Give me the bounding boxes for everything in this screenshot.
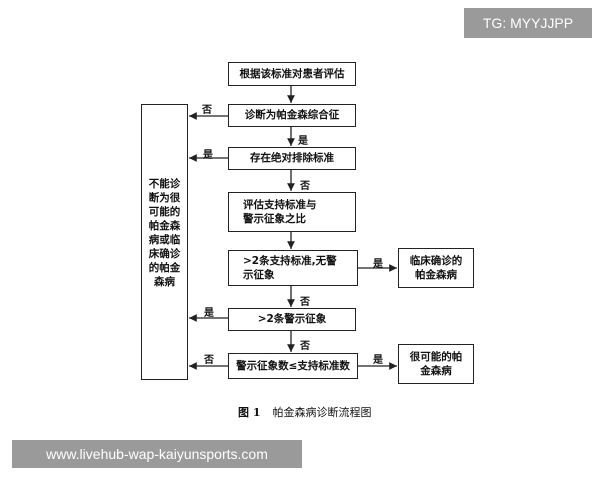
watermark-bottom: www.livehub-wap-kaiyunsports.com xyxy=(12,440,302,468)
caption-text: 帕金森病诊断流程图 xyxy=(272,406,372,419)
label-warning-no: 否 xyxy=(300,341,310,352)
label-compare-yes: 是 xyxy=(373,355,383,366)
label-exclusion-no: 否 xyxy=(300,181,310,192)
node-diagnose-pds: 诊断为帕金森综合征 xyxy=(228,104,356,127)
node-clinically-confirmed: 临床确诊的帕金森病 xyxy=(398,248,474,288)
node-warning-le-support: 警示征象数≤支持标准数 xyxy=(228,353,358,379)
not-diagnosed-text: 不能诊断为很可能的帕金森病或临床确诊的帕金森病 xyxy=(148,178,181,288)
caption-number: 图 1 xyxy=(238,406,261,419)
node-probable-pd: 很可能的帕金森病 xyxy=(398,344,474,384)
node-evaluate: 根据该标准对患者评估 xyxy=(228,62,356,86)
node-not-diagnosed: 不能诊断为很可能的帕金森病或临床确诊的帕金森病 xyxy=(141,104,188,380)
node-gt2-support: >2条支持标准,无警示征象 xyxy=(228,250,358,286)
node-gt2-warning: >2条警示征象 xyxy=(228,308,356,331)
figure-caption: 图 1 帕金森病诊断流程图 xyxy=(238,404,371,420)
label-warning-yes: 是 xyxy=(204,308,214,319)
label-gt2-yes: 是 xyxy=(373,259,383,270)
label-diagnose-yes: 是 xyxy=(298,136,308,147)
label-exclusion-yes: 是 xyxy=(203,150,213,161)
label-diagnose-no: 否 xyxy=(202,105,212,116)
watermark-top: TG: MYYJJPP xyxy=(464,8,592,38)
label-compare-no: 否 xyxy=(204,355,214,366)
node-absolute-exclusion: 存在绝对排除标准 xyxy=(228,147,356,170)
label-gt2-no: 否 xyxy=(300,297,310,308)
node-evaluate-support: 评估支持标准与警示征象之比 xyxy=(228,192,356,232)
